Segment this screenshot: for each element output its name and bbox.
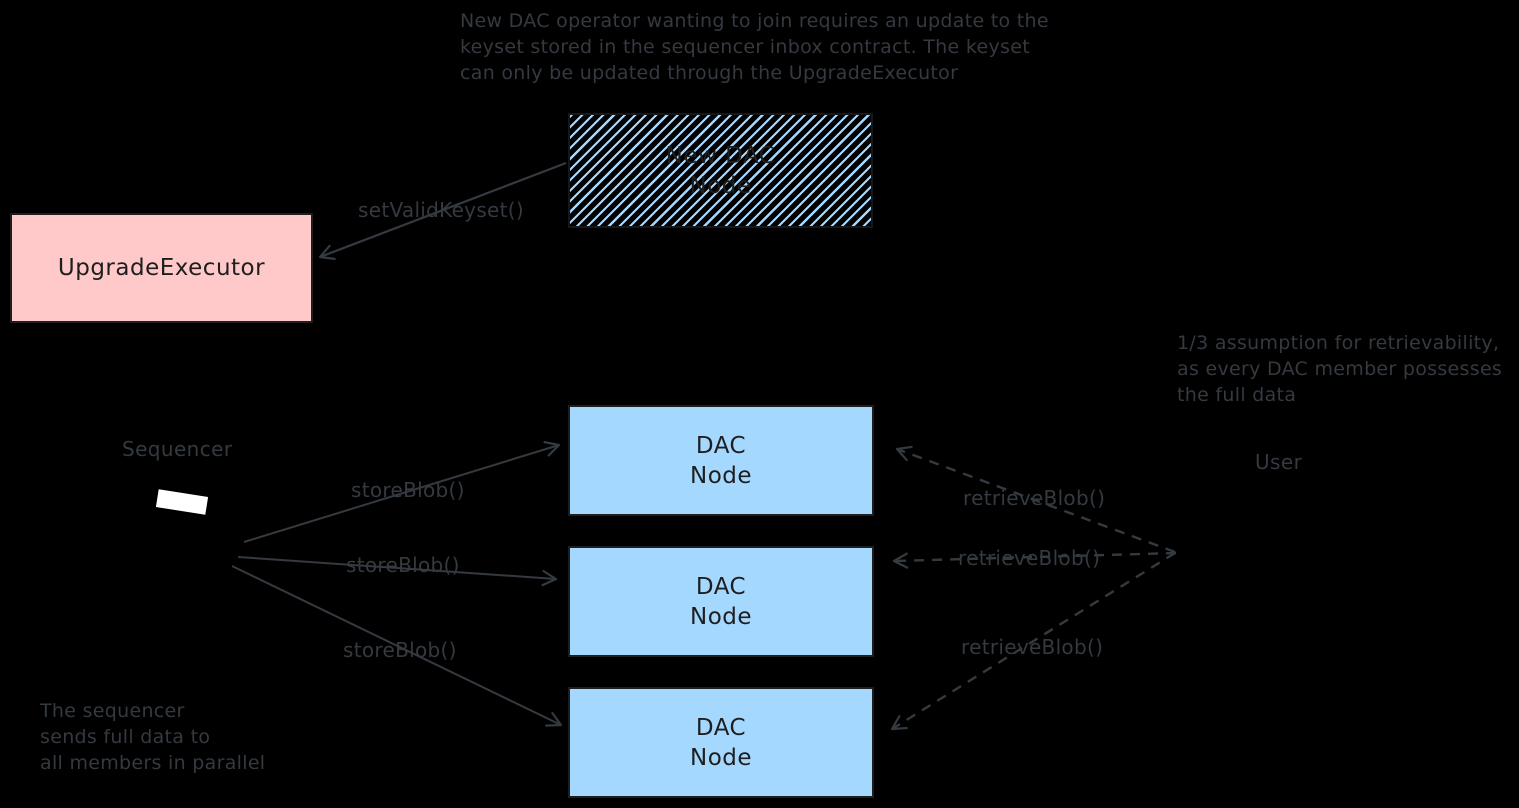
dac-node-box-3: DAC Node: [568, 687, 874, 798]
upgrade-executor-box: UpgradeExecutor: [10, 213, 313, 323]
user-label: User: [1255, 450, 1303, 474]
arrow-retrieveblob-2: [892, 551, 1177, 569]
edge-label-storeblob-3: storeBlob(): [343, 638, 457, 662]
edge-label-storeblob-2: storeBlob(): [346, 553, 460, 577]
arrow-retrieveblob-1: [895, 445, 1176, 554]
new-dac-node-box: New DAC Node: [568, 113, 873, 228]
note-retrievability: 1/3 assumption for retrievability, as ev…: [1177, 332, 1503, 406]
dac-node-label: DAC Node: [689, 714, 753, 771]
arrow-setvalidkeyset: [318, 161, 567, 260]
edge-label-retrieveblob-2: retrieveBlob(): [958, 546, 1101, 570]
arrow-retrieveblob-3: [890, 551, 1176, 731]
note-keyset-update: New DAC operator wanting to join require…: [460, 10, 1049, 84]
edge-label-retrieveblob-3: retrieveBlob(): [961, 635, 1104, 659]
dac-node-label: DAC Node: [689, 573, 753, 630]
arrow-storeblob-2: [237, 556, 558, 587]
edge-label-retrieveblob-1: retrieveBlob(): [963, 486, 1106, 510]
edge-label-setvalidkeyset: setValidKeyset(): [358, 198, 524, 222]
edge-label-storeblob-1: storeBlob(): [351, 478, 465, 502]
arrow-storeblob-1: [243, 441, 561, 543]
sequencer-label: Sequencer: [122, 437, 233, 461]
dac-node-box-1: DAC Node: [568, 405, 874, 516]
upgrade-executor-label: UpgradeExecutor: [57, 255, 266, 281]
arrow-storeblob-3: [231, 565, 563, 727]
dac-node-box-2: DAC Node: [568, 546, 874, 657]
new-dac-node-label: New DAC Node: [665, 142, 776, 199]
note-sequencer-parallel: The sequencer sends full data to all mem…: [40, 700, 266, 774]
dac-node-label: DAC Node: [689, 432, 753, 489]
